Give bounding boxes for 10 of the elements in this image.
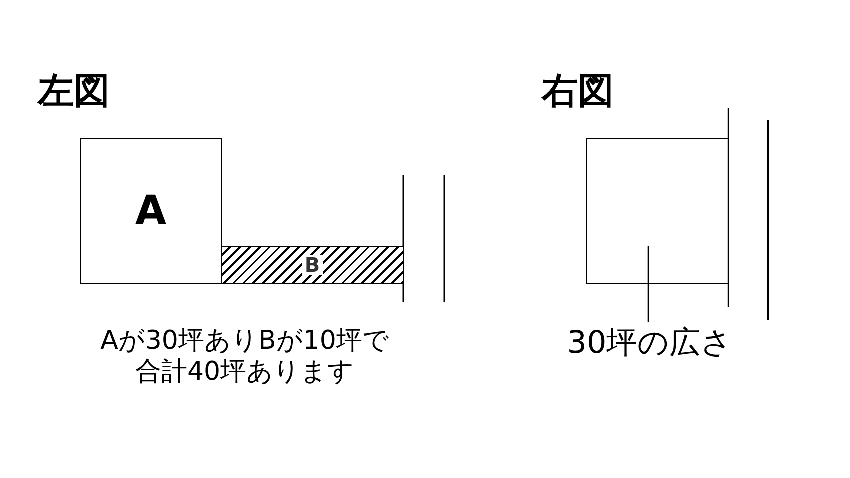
square-plot: [80, 138, 222, 284]
leader-line: [648, 246, 650, 322]
heading: 右図: [542, 70, 615, 114]
area-label: 30坪の広さ: [540, 322, 760, 372]
plot-label: A: [136, 188, 166, 234]
note-text: Aが30坪ありBが10坪で合計40坪あります: [100, 326, 390, 388]
hatched-strip: [221, 246, 404, 284]
square-plot: [586, 138, 729, 284]
strip-label: B: [302, 255, 324, 275]
heading: 左図: [38, 70, 111, 114]
